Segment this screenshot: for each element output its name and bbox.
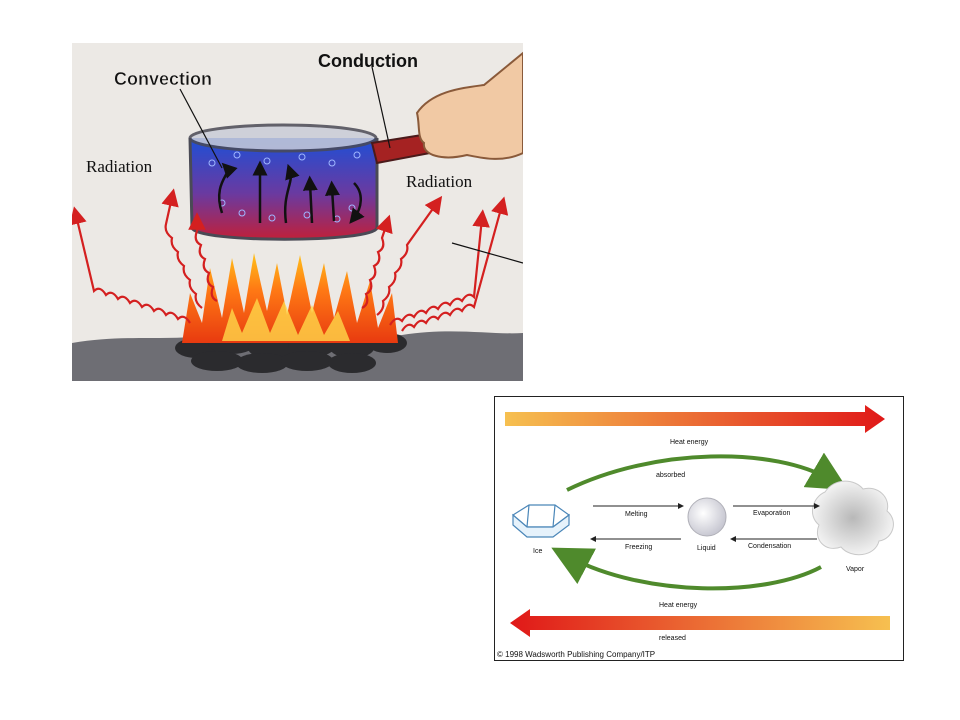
heat-released-label-2: released — [659, 635, 686, 642]
radiation-label-left: Radiation — [86, 157, 153, 176]
heat-absorbed-label-2: absorbed — [656, 472, 685, 479]
flame-core — [222, 298, 350, 341]
absorb-cycle-arrow — [566, 452, 849, 492]
heat-transfer-illustration: Convection Conduction Radiation Radiatio… — [69, 43, 524, 381]
liquid-label: Liquid — [697, 545, 716, 552]
ice-label: Ice — [533, 548, 542, 555]
bubbles — [208, 151, 361, 223]
conduction-label: Conduction — [318, 51, 418, 71]
heat-released-arrow — [510, 609, 890, 637]
liquid-droplet — [687, 497, 727, 537]
vapor-label: Vapor — [846, 566, 865, 573]
melting-label: Melting — [625, 511, 648, 518]
release-cycle-arrow — [551, 547, 822, 591]
label-leader-lines — [179, 66, 524, 264]
radiation-waves — [69, 188, 509, 332]
convection-label: Convection — [114, 69, 212, 89]
ice-crystal — [511, 504, 571, 538]
radiation-label-right: Radiation — [406, 172, 473, 191]
vapor-cloud — [811, 480, 894, 556]
heat-released-label-1: Heat energy — [659, 602, 698, 609]
heat-transfer-svg: Convection Conduction Radiation Radiatio… — [69, 43, 524, 381]
heat-absorbed-arrow — [505, 405, 885, 433]
freezing-label: Freezing — [625, 544, 652, 551]
condensation-label: Condensation — [748, 543, 791, 550]
heat-absorbed-label-1: Heat energy — [670, 439, 709, 446]
convection-arrows — [218, 160, 365, 224]
copyright-notice: © 1998 Wadsworth Publishing Company/ITP — [497, 650, 655, 659]
phase-change-svg: Heat energy absorbed Ice Liquid Vapor Me… — [497, 405, 894, 659]
phase-change-diagram: Heat energy absorbed Ice Liquid Vapor Me… — [494, 396, 904, 661]
hand — [415, 50, 524, 160]
evaporation-label: Evaporation — [753, 510, 790, 517]
